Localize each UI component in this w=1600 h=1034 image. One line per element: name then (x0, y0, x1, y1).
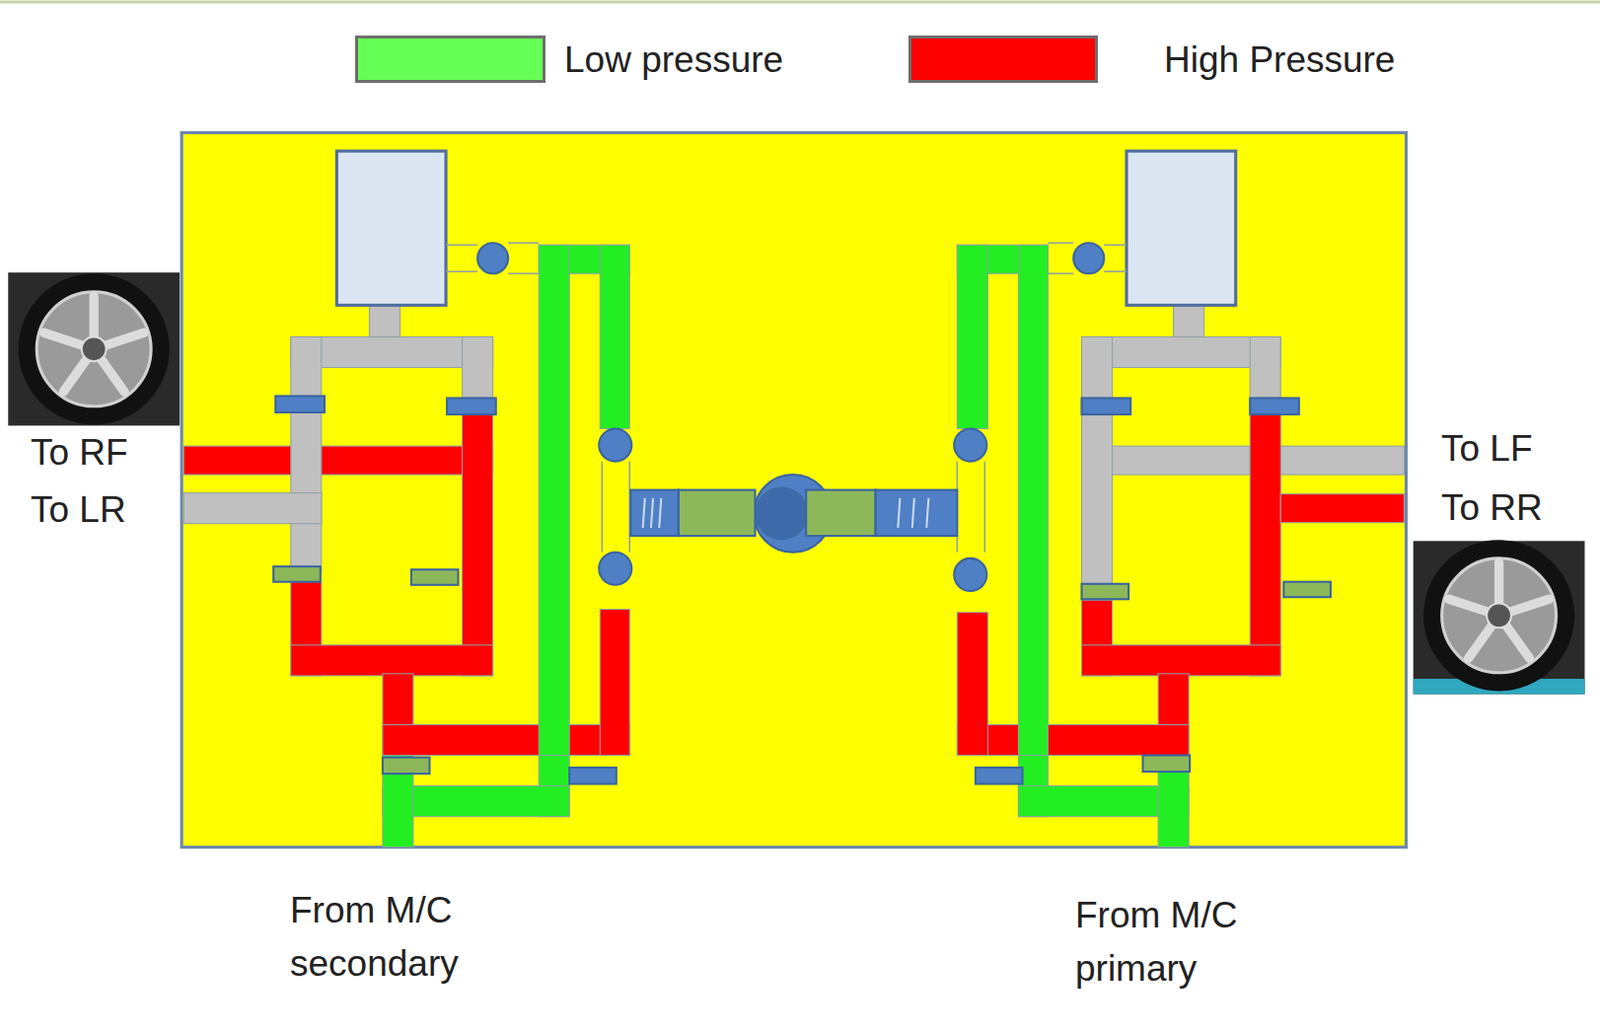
port-label: To LR (30, 483, 127, 537)
legend-swatch (355, 35, 546, 83)
legend-swatch (908, 35, 1098, 83)
legend-text: Low pressure (564, 33, 784, 87)
port-label: To LF (1441, 422, 1533, 476)
port-label: To RF (30, 426, 129, 480)
port-label: From M/C secondary (290, 883, 510, 990)
port-label: From M/C primary (1075, 888, 1295, 995)
port-label: To RR (1441, 481, 1543, 535)
legend-text: High Pressure (1163, 33, 1395, 87)
